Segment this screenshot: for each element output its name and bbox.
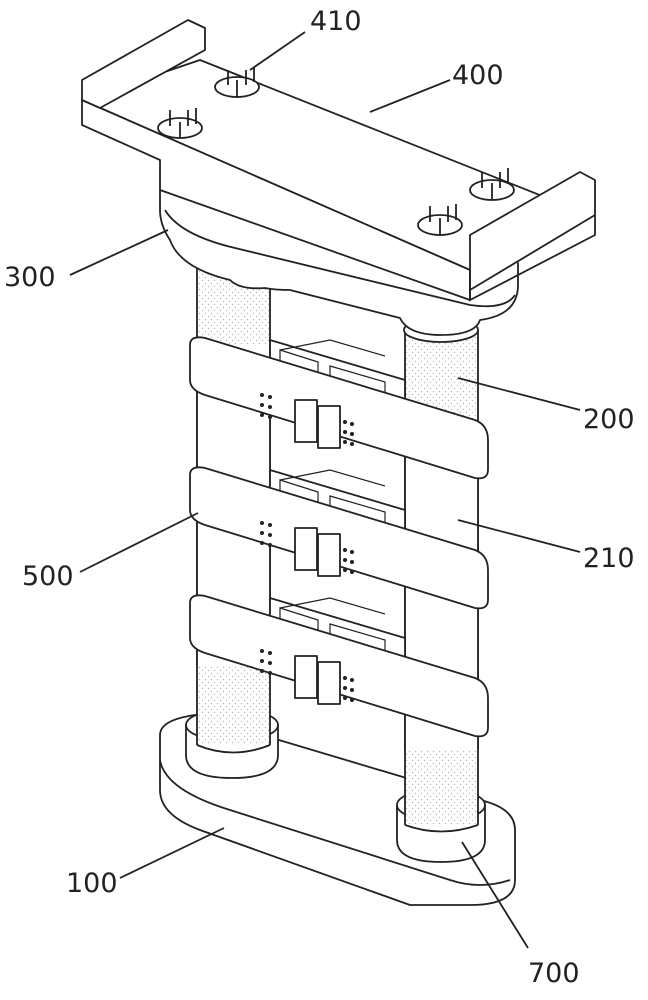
label-500: 500 [22,561,74,592]
label-400: 400 [452,60,504,91]
label-210: 210 [583,543,635,574]
label-700: 700 [528,958,580,989]
label-300: 300 [4,262,56,293]
label-200: 200 [583,404,635,435]
label-410: 410 [310,6,362,37]
label-100: 100 [66,868,118,899]
